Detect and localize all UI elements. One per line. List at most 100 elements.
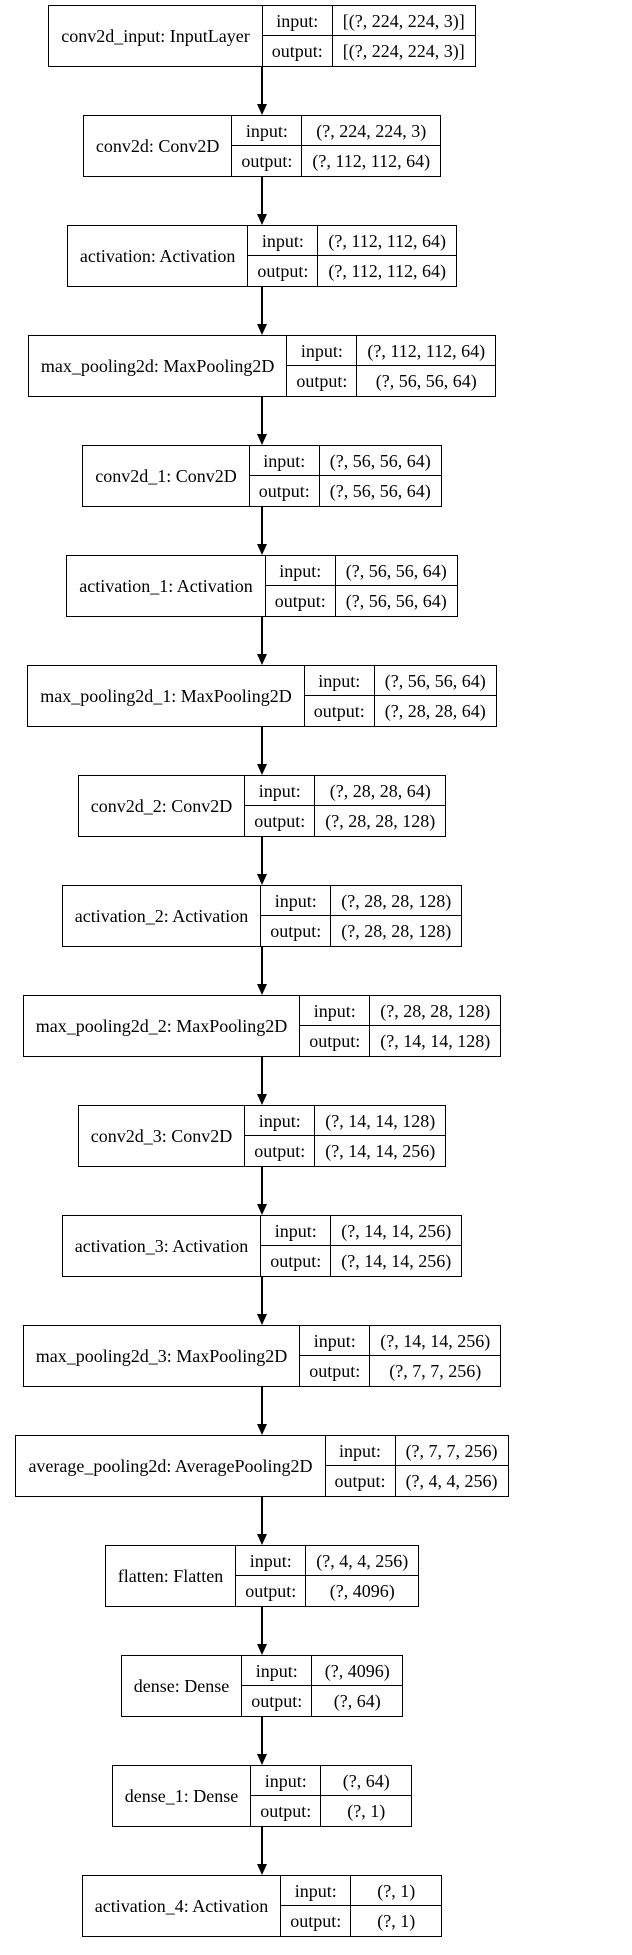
output-shape: (?, 28, 28, 128) xyxy=(325,811,436,831)
arrow-down-icon xyxy=(256,1644,267,1655)
output-shape: (?, 14, 14, 256) xyxy=(325,1141,436,1161)
layer-block: activation_3: Activation input: (?, 14, … xyxy=(61,1167,463,1277)
io-shape-table: input: [(?, 224, 224, 3)] output: [(?, 2… xyxy=(262,6,475,66)
output-label: output: xyxy=(263,36,333,66)
layer-name: dense: Dense xyxy=(122,1656,243,1716)
input-label: input: xyxy=(251,1766,322,1796)
arrow-line xyxy=(261,1167,263,1204)
input-shape: (?, 14, 14, 256) xyxy=(370,1326,501,1356)
io-shape-table: input: (?, 56, 56, 64) output: (?, 28, 2… xyxy=(304,666,496,726)
layer-block: max_pooling2d: MaxPooling2D input: (?, 1… xyxy=(27,287,497,397)
arrow-line xyxy=(261,1607,263,1644)
arrow-down-icon xyxy=(257,544,267,555)
layer-block: conv2d_2: Conv2D input: (?, 28, 28, 64) … xyxy=(77,727,447,837)
input-shape: (?, 56, 56, 64) xyxy=(335,556,457,586)
output-shape: (?, 14, 14, 256) xyxy=(341,1251,452,1271)
layer-block: dense_1: Dense input: (?, 64) output: (?… xyxy=(111,1717,413,1827)
input-label: input: xyxy=(236,1546,307,1576)
arrow-connector xyxy=(256,1827,267,1875)
layer-block: conv2d: Conv2D input: (?, 224, 224, 3) o… xyxy=(82,67,442,177)
input-shape: (?, 1) xyxy=(351,1876,442,1906)
layer-node: conv2d: Conv2D input: (?, 224, 224, 3) o… xyxy=(82,115,442,177)
layer-name: flatten: Flatten xyxy=(106,1546,237,1606)
arrow-line xyxy=(261,1057,263,1094)
arrow-connector xyxy=(257,727,267,775)
input-label: input: xyxy=(300,1326,371,1356)
layer-name: conv2d_1: Conv2D xyxy=(83,446,250,506)
layer-block: activation_1: Activation input: (?, 56, … xyxy=(66,507,458,617)
arrow-down-icon xyxy=(257,984,267,995)
arrow-connector xyxy=(257,1167,267,1215)
arrow-connector xyxy=(257,1277,267,1325)
output-label: output: xyxy=(236,1576,307,1606)
io-shape-table: input: (?, 4096) output: (?, 64) xyxy=(242,1656,403,1716)
output-label: output: xyxy=(261,916,332,946)
arrow-connector xyxy=(257,617,267,665)
layer-node: activation_3: Activation input: (?, 14, … xyxy=(61,1215,463,1277)
input-shape: (?, 224, 224, 3) xyxy=(302,116,441,146)
input-shape: (?, 112, 112, 64) xyxy=(357,336,496,366)
arrow-connector xyxy=(257,1057,267,1105)
output-label: output: xyxy=(261,1246,332,1276)
io-shape-table: input: (?, 112, 112, 64) output: (?, 112… xyxy=(248,226,457,286)
input-shape: (?, 64) xyxy=(321,1766,412,1796)
io-shape-table: input: (?, 64) output: (?, 1) xyxy=(251,1766,412,1826)
arrow-line xyxy=(261,1277,263,1314)
input-shape: (?, 7, 7, 256) xyxy=(395,1436,508,1466)
layer-node: flatten: Flatten input: (?, 4, 4, 256) o… xyxy=(104,1545,420,1607)
arrow-line xyxy=(261,617,263,654)
output-shape: (?, 112, 112, 64) xyxy=(312,151,431,171)
layer-node: max_pooling2d: MaxPooling2D input: (?, 1… xyxy=(27,335,497,397)
input-label: input: xyxy=(248,226,319,256)
layer-block: activation_2: Activation input: (?, 28, … xyxy=(61,837,463,947)
input-label: input: xyxy=(242,1656,313,1686)
arrow-connector xyxy=(256,177,267,225)
arrow-connector xyxy=(256,287,267,335)
output-label: output: xyxy=(287,366,358,396)
input-shape: (?, 112, 112, 64) xyxy=(318,226,457,256)
output-label: output: xyxy=(245,806,316,836)
input-label: input: xyxy=(281,1876,352,1906)
arrow-down-icon xyxy=(257,654,267,665)
layer-node: dense_1: Dense input: (?, 64) output: (?… xyxy=(111,1765,413,1827)
layer-block: conv2d_3: Conv2D input: (?, 14, 14, 128)… xyxy=(77,1057,447,1167)
arrow-line xyxy=(261,287,263,324)
layer-node: max_pooling2d_2: MaxPooling2D input: (?,… xyxy=(22,995,502,1057)
io-shape-table: input: (?, 56, 56, 64) output: (?, 56, 5… xyxy=(265,556,457,616)
arrow-down-icon xyxy=(257,1534,267,1545)
output-label: output: xyxy=(251,1796,322,1826)
arrow-down-icon xyxy=(256,214,267,225)
arrow-down-icon xyxy=(256,1424,267,1435)
arrow-line xyxy=(261,947,263,984)
input-shape: (?, 56, 56, 64) xyxy=(319,446,441,476)
input-shape: (?, 28, 28, 128) xyxy=(370,996,501,1026)
output-label: output: xyxy=(326,1466,396,1496)
input-label: input: xyxy=(325,1436,396,1466)
layer-node: average_pooling2d: AveragePooling2D inpu… xyxy=(15,1435,509,1497)
output-label: output: xyxy=(245,1136,316,1166)
layer-name: conv2d: Conv2D xyxy=(84,116,233,176)
output-shape: (?, 112, 112, 64) xyxy=(328,261,447,281)
layer-block: max_pooling2d_2: MaxPooling2D input: (?,… xyxy=(22,947,502,1057)
input-shape: (?, 28, 28, 64) xyxy=(315,776,446,806)
output-label: output: xyxy=(266,586,336,616)
layer-name: activation_3: Activation xyxy=(63,1216,262,1276)
arrow-connector xyxy=(256,1717,267,1765)
layer-name: activation: Activation xyxy=(68,226,249,286)
layer-node: conv2d_2: Conv2D input: (?, 28, 28, 64) … xyxy=(77,775,447,837)
input-label: input: xyxy=(300,996,371,1026)
io-shape-table: input: (?, 14, 14, 256) output: (?, 14, … xyxy=(261,1216,462,1276)
io-shape-table: input: (?, 28, 28, 128) output: (?, 14, … xyxy=(300,996,501,1056)
input-shape: (?, 28, 28, 128) xyxy=(331,886,462,916)
layer-block: conv2d_1: Conv2D input: (?, 56, 56, 64) … xyxy=(82,397,442,507)
layer-name: dense_1: Dense xyxy=(113,1766,252,1826)
output-shape: [(?, 224, 224, 3)] xyxy=(342,41,465,61)
output-label: output: xyxy=(248,256,319,286)
io-shape-table: input: (?, 1) output: (?, 1) xyxy=(281,1876,442,1936)
layer-block: activation: Activation input: (?, 112, 1… xyxy=(66,177,458,287)
layer-name: activation_1: Activation xyxy=(67,556,266,616)
input-shape: (?, 4, 4, 256) xyxy=(306,1546,419,1576)
io-shape-table: input: (?, 28, 28, 64) output: (?, 28, 2… xyxy=(245,776,446,836)
output-shape: (?, 28, 28, 64) xyxy=(384,701,486,721)
io-shape-table: input: (?, 224, 224, 3) output: (?, 112,… xyxy=(232,116,441,176)
